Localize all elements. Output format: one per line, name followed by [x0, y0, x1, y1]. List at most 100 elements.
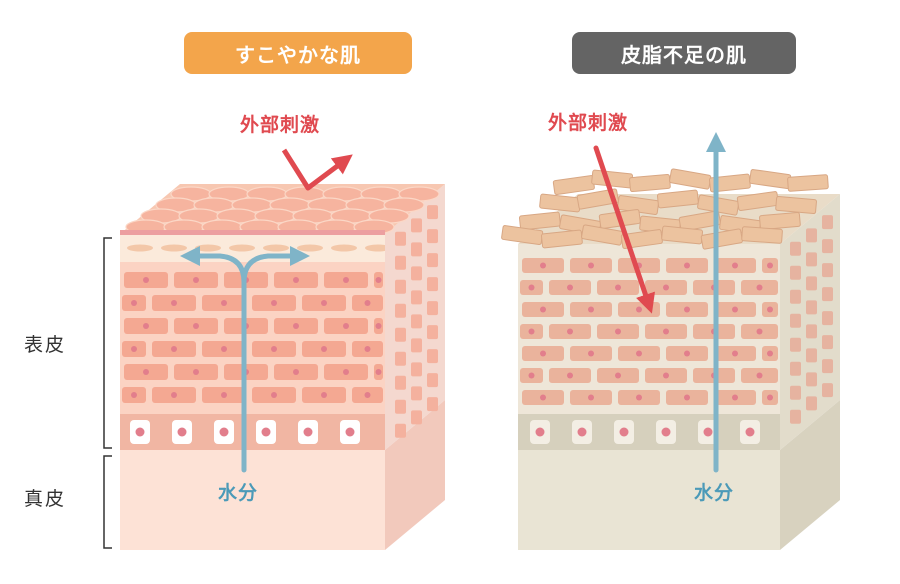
dry-cell-nucleus	[767, 306, 773, 313]
healthy-cell-nucleus	[343, 369, 349, 375]
dry-cell-nucleus	[756, 328, 763, 335]
surface-flake	[669, 168, 712, 190]
side-cell	[427, 229, 438, 244]
dry-basal-cell-nucleus	[577, 427, 587, 437]
healthy-cell-nucleus	[293, 323, 299, 329]
dry-cell-nucleus	[732, 306, 738, 313]
side-cell	[822, 263, 833, 278]
band-cell	[331, 244, 357, 252]
side-cell	[427, 277, 438, 292]
side-cell	[806, 252, 817, 267]
healthy-cell-nucleus	[143, 277, 149, 283]
healthy-cell-nucleus	[364, 300, 371, 306]
dry-basal-cell-nucleus	[703, 427, 713, 437]
surface-flake	[741, 226, 783, 244]
healthy-side-cells	[395, 205, 438, 438]
side-cell	[411, 242, 422, 257]
surface-flake	[749, 169, 792, 189]
dry-cell-nucleus	[636, 350, 642, 357]
healthy-cell-nucleus	[171, 392, 177, 398]
side-cell	[790, 313, 801, 328]
side-cell	[806, 348, 817, 363]
side-cell	[411, 338, 422, 353]
healthy-cell-nucleus	[221, 300, 227, 306]
dry-cell-nucleus	[756, 372, 763, 379]
side-cell	[395, 279, 406, 294]
side-cell	[395, 303, 406, 318]
healthy-cell-nucleus	[221, 346, 227, 352]
dry-stimulus-arrow	[593, 145, 655, 314]
dry-cell-nucleus	[636, 306, 642, 313]
side-cell	[411, 314, 422, 329]
band-cell	[127, 244, 153, 252]
dry-cell-nucleus	[567, 372, 573, 379]
dry-basal-cell-nucleus	[619, 427, 629, 437]
surface-flake	[678, 210, 721, 232]
dry-cell-nucleus	[567, 328, 573, 335]
healthy-basal-cell-nucleus	[219, 427, 229, 437]
side-cell	[427, 373, 438, 388]
healthy-dermis	[120, 450, 385, 550]
sebum-layer	[120, 230, 385, 235]
healthy-cell-nucleus	[321, 392, 327, 398]
side-cell	[395, 255, 406, 270]
dry-cell-nucleus	[540, 306, 546, 313]
healthy-cell-nucleus	[193, 277, 199, 283]
healthy-cell-nucleus	[131, 346, 137, 352]
band-cell	[263, 244, 289, 252]
dry-basal-layer	[518, 414, 780, 450]
side-cell	[822, 311, 833, 326]
dry-basal-cells	[530, 420, 760, 444]
healthy-cell-grid	[122, 272, 383, 403]
side-cell	[790, 337, 801, 352]
healthy-cell-nucleus	[143, 323, 149, 329]
healthy-cell-nucleus	[321, 346, 327, 352]
band-cell	[195, 244, 221, 252]
dry-cell-nucleus	[588, 350, 594, 357]
side-cell	[395, 375, 406, 390]
healthy-cell-nucleus	[293, 277, 299, 283]
side-cell	[822, 335, 833, 350]
dry-cell-nucleus	[732, 262, 738, 269]
surface-flake	[629, 173, 671, 193]
side-cell	[790, 409, 801, 424]
healthy-cell-nucleus	[321, 300, 327, 306]
side-cell	[411, 266, 422, 281]
healthy-surface-scales	[120, 186, 440, 235]
side-cell	[790, 289, 801, 304]
side-cell	[427, 205, 438, 220]
healthy-cell-nucleus	[143, 369, 149, 375]
healthy-cell-nucleus	[221, 392, 227, 398]
side-cell	[822, 383, 833, 398]
surface-flake	[552, 175, 595, 195]
side-cell	[790, 265, 801, 280]
band-cell	[229, 244, 255, 252]
side-cell	[395, 399, 406, 414]
dry-cell-nucleus	[663, 328, 669, 335]
healthy-skin-title: すこやかな肌	[184, 32, 412, 74]
side-cell	[411, 386, 422, 401]
healthy-stimulus-arrow	[281, 148, 353, 191]
dry-cell-nucleus	[767, 394, 773, 401]
dry-cell-nucleus	[684, 350, 690, 357]
surface-flake	[576, 188, 619, 210]
surface-flake	[787, 174, 829, 192]
side-cell	[427, 301, 438, 316]
healthy-basal-cell-nucleus	[345, 427, 355, 437]
dry-cell-nucleus	[684, 262, 690, 269]
surface-flake	[539, 193, 582, 213]
healthy-cell-nucleus	[364, 392, 371, 398]
dry-cell-nucleus	[663, 372, 669, 379]
dry-cell-nucleus	[767, 350, 773, 357]
dry-cell-nucleus	[756, 284, 763, 291]
surface-flake	[518, 211, 561, 231]
dry-cell-nucleus	[540, 350, 546, 357]
dry-stimulus-label: 外部刺激	[548, 112, 629, 134]
healthy-cell-nucleus	[171, 346, 177, 352]
side-cell	[806, 276, 817, 291]
dry-cell-nucleus	[588, 262, 594, 269]
healthy-basal-cell-nucleus	[261, 427, 271, 437]
dry-water-label: 水分	[694, 482, 735, 504]
healthy-cell-nucleus	[343, 323, 349, 329]
side-cell	[806, 372, 817, 387]
